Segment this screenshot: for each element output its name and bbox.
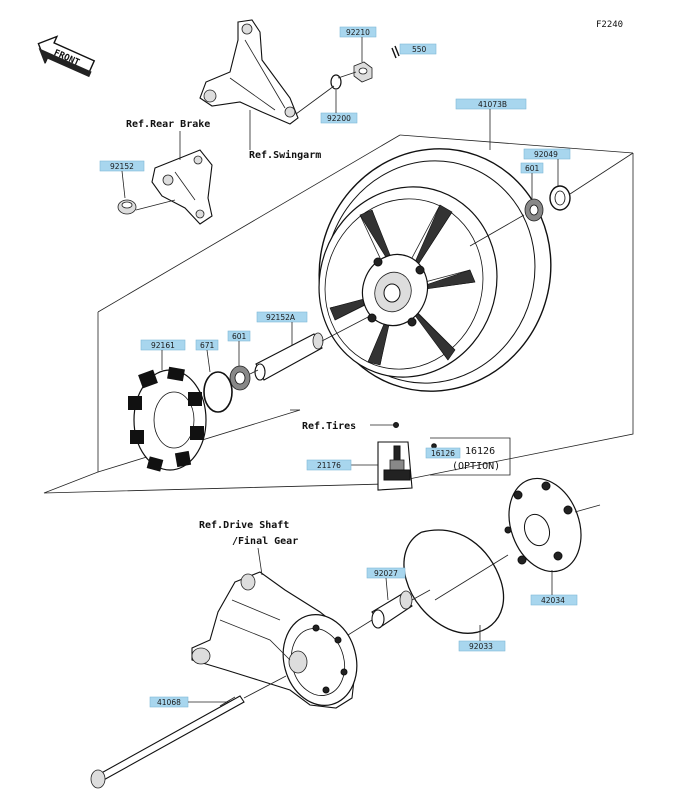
- ref-final-gear: /Final Gear: [232, 535, 298, 547]
- part-label-601-left[interactable]: 601: [227, 330, 251, 342]
- option-note: 16126 (OPTION): [430, 437, 511, 476]
- ref-drive-shaft: Ref.Drive Shaft: [199, 519, 289, 531]
- axle-41068-part: [90, 695, 245, 789]
- torque-link-part: [199, 19, 299, 125]
- part-label-92152[interactable]: 92152: [99, 160, 145, 172]
- part-label-550[interactable]: 550: [399, 43, 437, 55]
- seal-92049-part: [549, 185, 571, 211]
- hub-flange-42034-part: [504, 477, 582, 573]
- tire-valve-part: [377, 441, 413, 491]
- svg-text:92200: 92200: [327, 114, 351, 123]
- svg-text:92049: 92049: [534, 150, 558, 159]
- ref-swingarm: Ref.Swingarm: [249, 149, 321, 161]
- svg-text:42034: 42034: [541, 596, 565, 605]
- collar-92027-part: [371, 590, 413, 629]
- part-label-92200[interactable]: 92200: [320, 112, 358, 124]
- bearing-601-left-part: [229, 365, 251, 391]
- circlip-92033-part: [403, 529, 505, 634]
- part-label-42034[interactable]: 42034: [530, 594, 578, 606]
- final-gear-case-part: [191, 571, 358, 709]
- svg-text:16126: 16126: [431, 449, 455, 458]
- part-label-16126[interactable]: 16126: [425, 447, 461, 459]
- option-part-number: 16126: [465, 446, 495, 457]
- part-label-92210[interactable]: 92210: [339, 26, 377, 38]
- svg-text:21176: 21176: [317, 461, 341, 470]
- ref-rear-brake: Ref.Rear Brake: [126, 119, 210, 130]
- damper-92161-part: [128, 366, 207, 472]
- svg-text:92152A: 92152A: [266, 313, 296, 322]
- part-label-92049[interactable]: 92049: [523, 148, 571, 160]
- part-label-92033[interactable]: 92033: [458, 640, 506, 652]
- part-label-671[interactable]: 671: [195, 339, 219, 351]
- svg-text:601: 601: [232, 332, 247, 341]
- option-text: (OPTION): [452, 461, 500, 472]
- washer-92200-part: [330, 74, 342, 90]
- o-ring-671-part: [203, 371, 233, 413]
- cotter-pin-550-part: [391, 45, 400, 59]
- part-label-92027[interactable]: 92027: [366, 567, 406, 579]
- svg-text:92210: 92210: [346, 28, 370, 37]
- part-label-21176[interactable]: 21176: [306, 459, 352, 471]
- assembly-frame: [43, 134, 634, 494]
- svg-text:601: 601: [525, 164, 540, 173]
- part-label-41073B[interactable]: 41073B: [455, 98, 527, 110]
- bearing-601-right-part: [524, 198, 544, 222]
- part-label-601-right[interactable]: 601: [520, 162, 544, 174]
- ref-tires: Ref.Tires: [302, 420, 356, 432]
- svg-text:550: 550: [412, 45, 427, 54]
- sleeve-92152-part: [117, 199, 137, 215]
- rear-wheel-part: [318, 148, 552, 392]
- svg-text:41068: 41068: [157, 698, 181, 707]
- svg-text:41073B: 41073B: [478, 100, 507, 109]
- svg-text:671: 671: [200, 341, 215, 350]
- collar-92152A-part: [254, 332, 324, 381]
- part-label-92152A[interactable]: 92152A: [256, 311, 308, 323]
- figure-code: F2240: [596, 20, 623, 30]
- nut-92210-part: [353, 61, 373, 83]
- svg-text:92027: 92027: [374, 569, 398, 578]
- svg-text:92161: 92161: [151, 341, 175, 350]
- caliper-bracket-part: [151, 149, 213, 225]
- part-label-41068[interactable]: 41068: [149, 696, 189, 708]
- part-label-92161[interactable]: 92161: [140, 339, 186, 351]
- svg-text:92152: 92152: [110, 162, 134, 171]
- front-arrow-icon: FRONT: [37, 35, 96, 78]
- svg-text:92033: 92033: [469, 642, 493, 651]
